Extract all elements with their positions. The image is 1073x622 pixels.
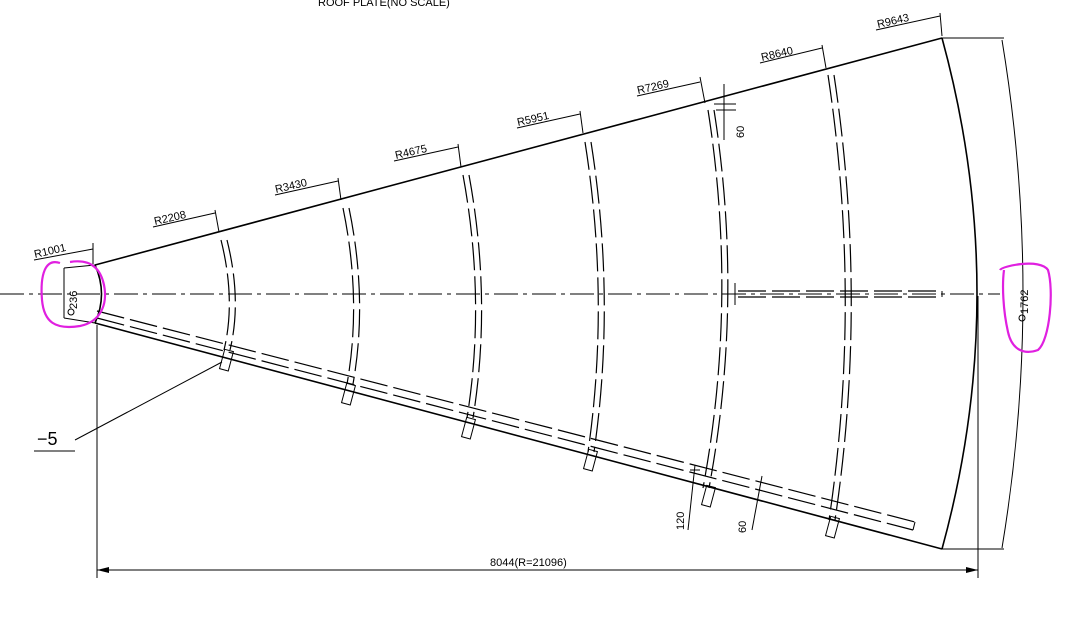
rib-arc-6a: [827, 74, 846, 521]
highlight-inner-chord: [40, 260, 107, 329]
rib-arc-3a: [462, 174, 477, 419]
rib-arc-2b: [348, 207, 361, 385]
rib-tab-3: [460, 416, 477, 440]
rib-arc-4a: [584, 141, 599, 453]
radius-leaders: [33, 12, 943, 264]
bottom-dashed-end: [912, 521, 916, 531]
outer-chord-label: 1762: [1019, 290, 1031, 314]
radius-label-3: R3430: [274, 177, 308, 196]
overall-length-label: 8044(R=21096): [490, 557, 567, 569]
rib-tab-6: [824, 515, 841, 539]
dim-60-top-label: 60: [735, 126, 747, 138]
thickness-leader: [74, 361, 223, 441]
rib-arc-5a: [702, 109, 723, 489]
inner-chord-ext-top: [63, 264, 96, 269]
rib-tab-2: [340, 382, 357, 406]
dim-120-label: 120: [675, 512, 687, 530]
rib-tab-5: [700, 484, 717, 508]
rib-arc-6b: [833, 74, 852, 521]
bottom-dashed-line-a: [96, 310, 916, 523]
overall-arrow-right: [966, 567, 978, 573]
outer-arc: [941, 37, 978, 550]
bottom-edge: [94, 322, 943, 550]
inner-chord-label: 236: [68, 291, 80, 309]
outer-chord-arc-symbol: [1018, 314, 1026, 322]
radius-label-5: R5951: [516, 110, 550, 129]
bottom-dashed-line-b: [96, 317, 914, 531]
radius-label-2: R2208: [153, 209, 187, 228]
overall-arrow-left: [97, 567, 109, 573]
thickness-label: −5: [37, 429, 58, 449]
rib-arc-4b: [590, 141, 605, 453]
top-edge: [94, 37, 943, 266]
radius-label-8: R9643: [876, 12, 910, 31]
drawing-title: ROOF PLATE(NO SCALE): [318, 0, 450, 9]
rib-arc-2a: [342, 207, 355, 385]
rib-arc-3b: [468, 174, 483, 419]
radius-label-7: R8640: [760, 45, 794, 64]
radius-label-4: R4675: [394, 143, 428, 162]
rib-tab-1: [218, 348, 235, 372]
dim-60-bottom-label: 60: [737, 521, 749, 533]
rib-arc-5b: [708, 109, 729, 489]
dim-60-bottom-line: [751, 475, 763, 531]
rib-arc-1b: [226, 239, 236, 351]
highlight-outer-chord: [999, 262, 1052, 353]
rib-arc-1a: [220, 239, 230, 351]
radius-label-6: R7269: [636, 78, 670, 97]
rib-tab-4: [582, 448, 599, 472]
inner-chord-arc-symbol: [67, 308, 75, 316]
dim-120-line: [687, 464, 696, 531]
outer-chord-dim-arc: [1001, 39, 1024, 549]
radius-label-1: R1001: [33, 242, 67, 261]
